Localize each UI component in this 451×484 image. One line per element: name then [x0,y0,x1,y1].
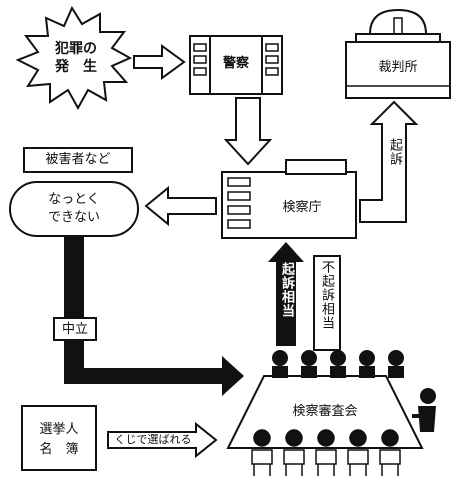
arrow-prosecutors-to-victim [144,185,217,227]
prosecutors-office-label: 検察庁 [282,200,322,215]
victim-box [23,147,133,173]
police-building [189,35,283,95]
prosecutors-office-building [221,159,357,239]
voter-list-label-line1: 選挙人 [39,422,79,437]
crime-burst-shape [15,5,133,111]
arrow-crime-to-police [133,44,186,80]
neutral-label: 中立 [61,322,88,337]
indictment-label: 起訴 [387,138,402,166]
non-indictment-box [313,255,341,351]
court-building [345,8,451,99]
lottery-label: くじで選ばれる [114,433,192,446]
voter-list-label-line2: 名 簿 [39,442,79,457]
arrow-victim-to-committee [64,234,244,396]
crime-label-line1: 犯罪の [55,41,97,57]
arrow-police-to-prosecutors [223,97,273,166]
arrow-lottery [107,421,218,459]
voter-list-box [21,405,97,471]
arrow-indictment-to-court [359,100,419,223]
unsatisfied-label-line2: できない [47,210,100,225]
committee-label: 検察審査会 [292,404,358,419]
police-label: 警察 [222,56,249,71]
indictment-appropriate-label: 起訴相当 [279,262,294,318]
arrow-committee-to-prosecutors [268,242,304,346]
committee-speaker [412,388,436,432]
non-indictment-label: 不起訴相当 [319,260,334,330]
committee-members-back [272,350,404,378]
crime-label-line2: 発 生 [55,59,97,75]
victim-label: 被害者など [45,152,111,167]
court-label: 裁判所 [378,60,418,75]
neutral-box [53,317,97,341]
unsatisfied-label-line1: なっとく [48,192,100,207]
unsatisfied-box [9,181,139,237]
committee-members-front [251,429,401,476]
